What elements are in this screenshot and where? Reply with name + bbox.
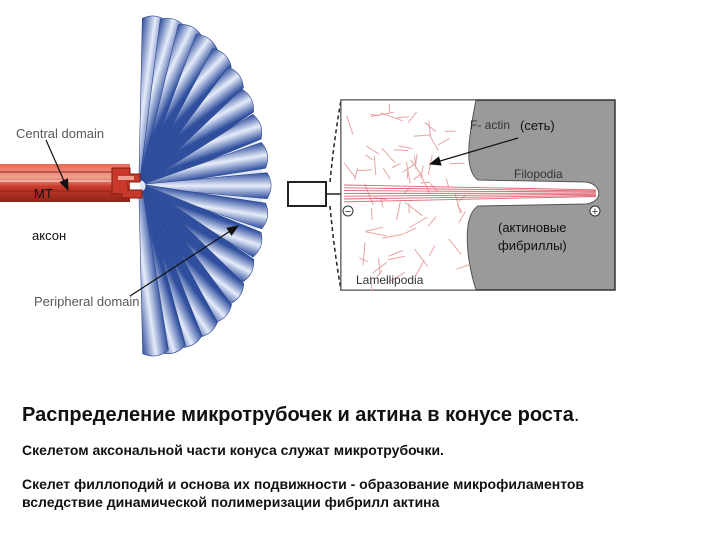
actin-fibrils-label-line1: (актиновые	[498, 220, 567, 235]
zoom-dashed-line-top	[330, 100, 341, 182]
axon-microtubule-bundle	[0, 164, 142, 202]
svg-text:−: −	[345, 206, 351, 218]
zoom-dashed-line-bottom	[330, 206, 341, 290]
network-label: (сеть)	[520, 118, 555, 133]
actin-fibrils-label-line2: фибриллы)	[498, 238, 567, 253]
caption-title: Распределение микротрубочек и актина в к…	[22, 404, 579, 427]
peripheral-domain-label: Peripheral domain	[34, 294, 140, 309]
growth-cone-fan	[139, 16, 271, 356]
caption-line-1: Скелетом аксональной части конуса служат…	[22, 442, 444, 458]
f-actin-label: F- actin	[470, 118, 510, 132]
actin-mesh-strand	[389, 104, 390, 113]
svg-text:+: +	[592, 206, 598, 218]
caption-line-2: Скелет филлоподий и основа их подвижност…	[22, 476, 584, 492]
filopodia-label: Filopodia	[514, 167, 563, 181]
axon-label: аксон	[32, 228, 66, 243]
caption-line-3: вследствие динамической полимеризации фи…	[22, 494, 439, 510]
central-domain-label: Central domain	[16, 126, 104, 141]
lamellipodia-label: Lamellipodia	[356, 273, 424, 287]
zoom-region-box	[288, 182, 326, 206]
mt-label: MT	[34, 186, 53, 201]
